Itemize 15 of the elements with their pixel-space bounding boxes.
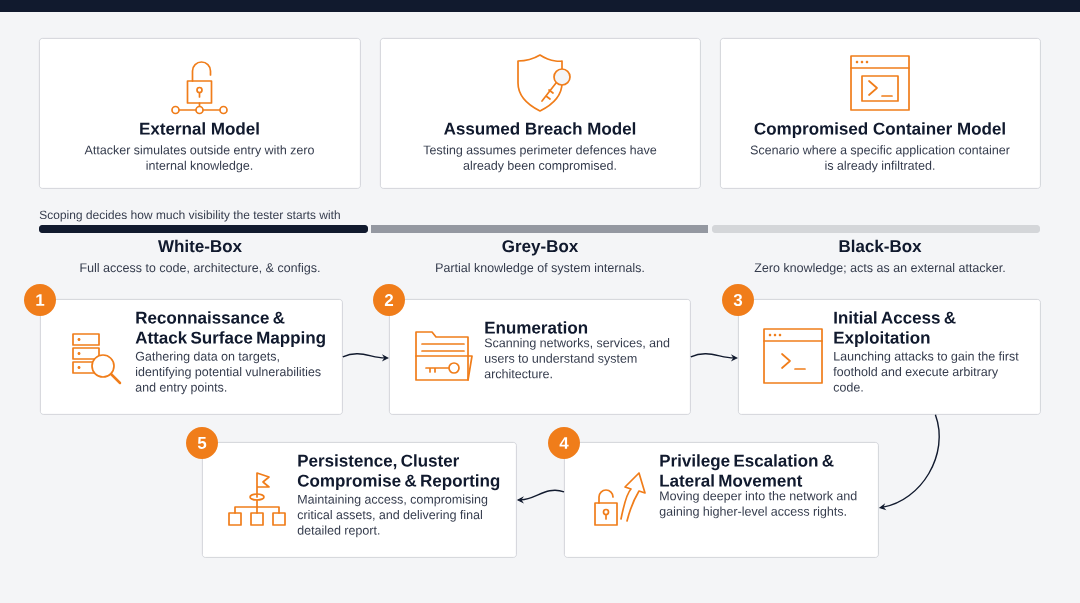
- level-description: Partial knowledge of system internals.: [436, 262, 644, 275]
- model-card: External Model Attacker simulates outside entry with zero internal knowledge.: [39, 38, 361, 189]
- number-badge: 4: [548, 427, 580, 459]
- number-badge: 5: [186, 427, 218, 459]
- number-badge: 2: [373, 284, 405, 316]
- model-card: Compromised Container Model Scenario where a specific application container is already infiltrated.: [720, 38, 1041, 189]
- number-badge: 1: [24, 284, 56, 316]
- model-card: Assumed Breach Model Testing assumes perimeter defences have already been compromised.: [380, 38, 701, 189]
- level-description: Full access to code, architecture, & configs.: [80, 262, 320, 275]
- number-badge: 3: [722, 284, 754, 316]
- level-heading: White-Box: [158, 239, 242, 253]
- level-heading: Grey-Box: [502, 240, 579, 256]
- level-description: Zero knowledge; acts as an external attacker.: [754, 262, 1005, 275]
- level-heading: Black-Box: [839, 239, 922, 253]
- scope-note: Scoping decides how much visibility the tester starts with: [39, 210, 340, 222]
